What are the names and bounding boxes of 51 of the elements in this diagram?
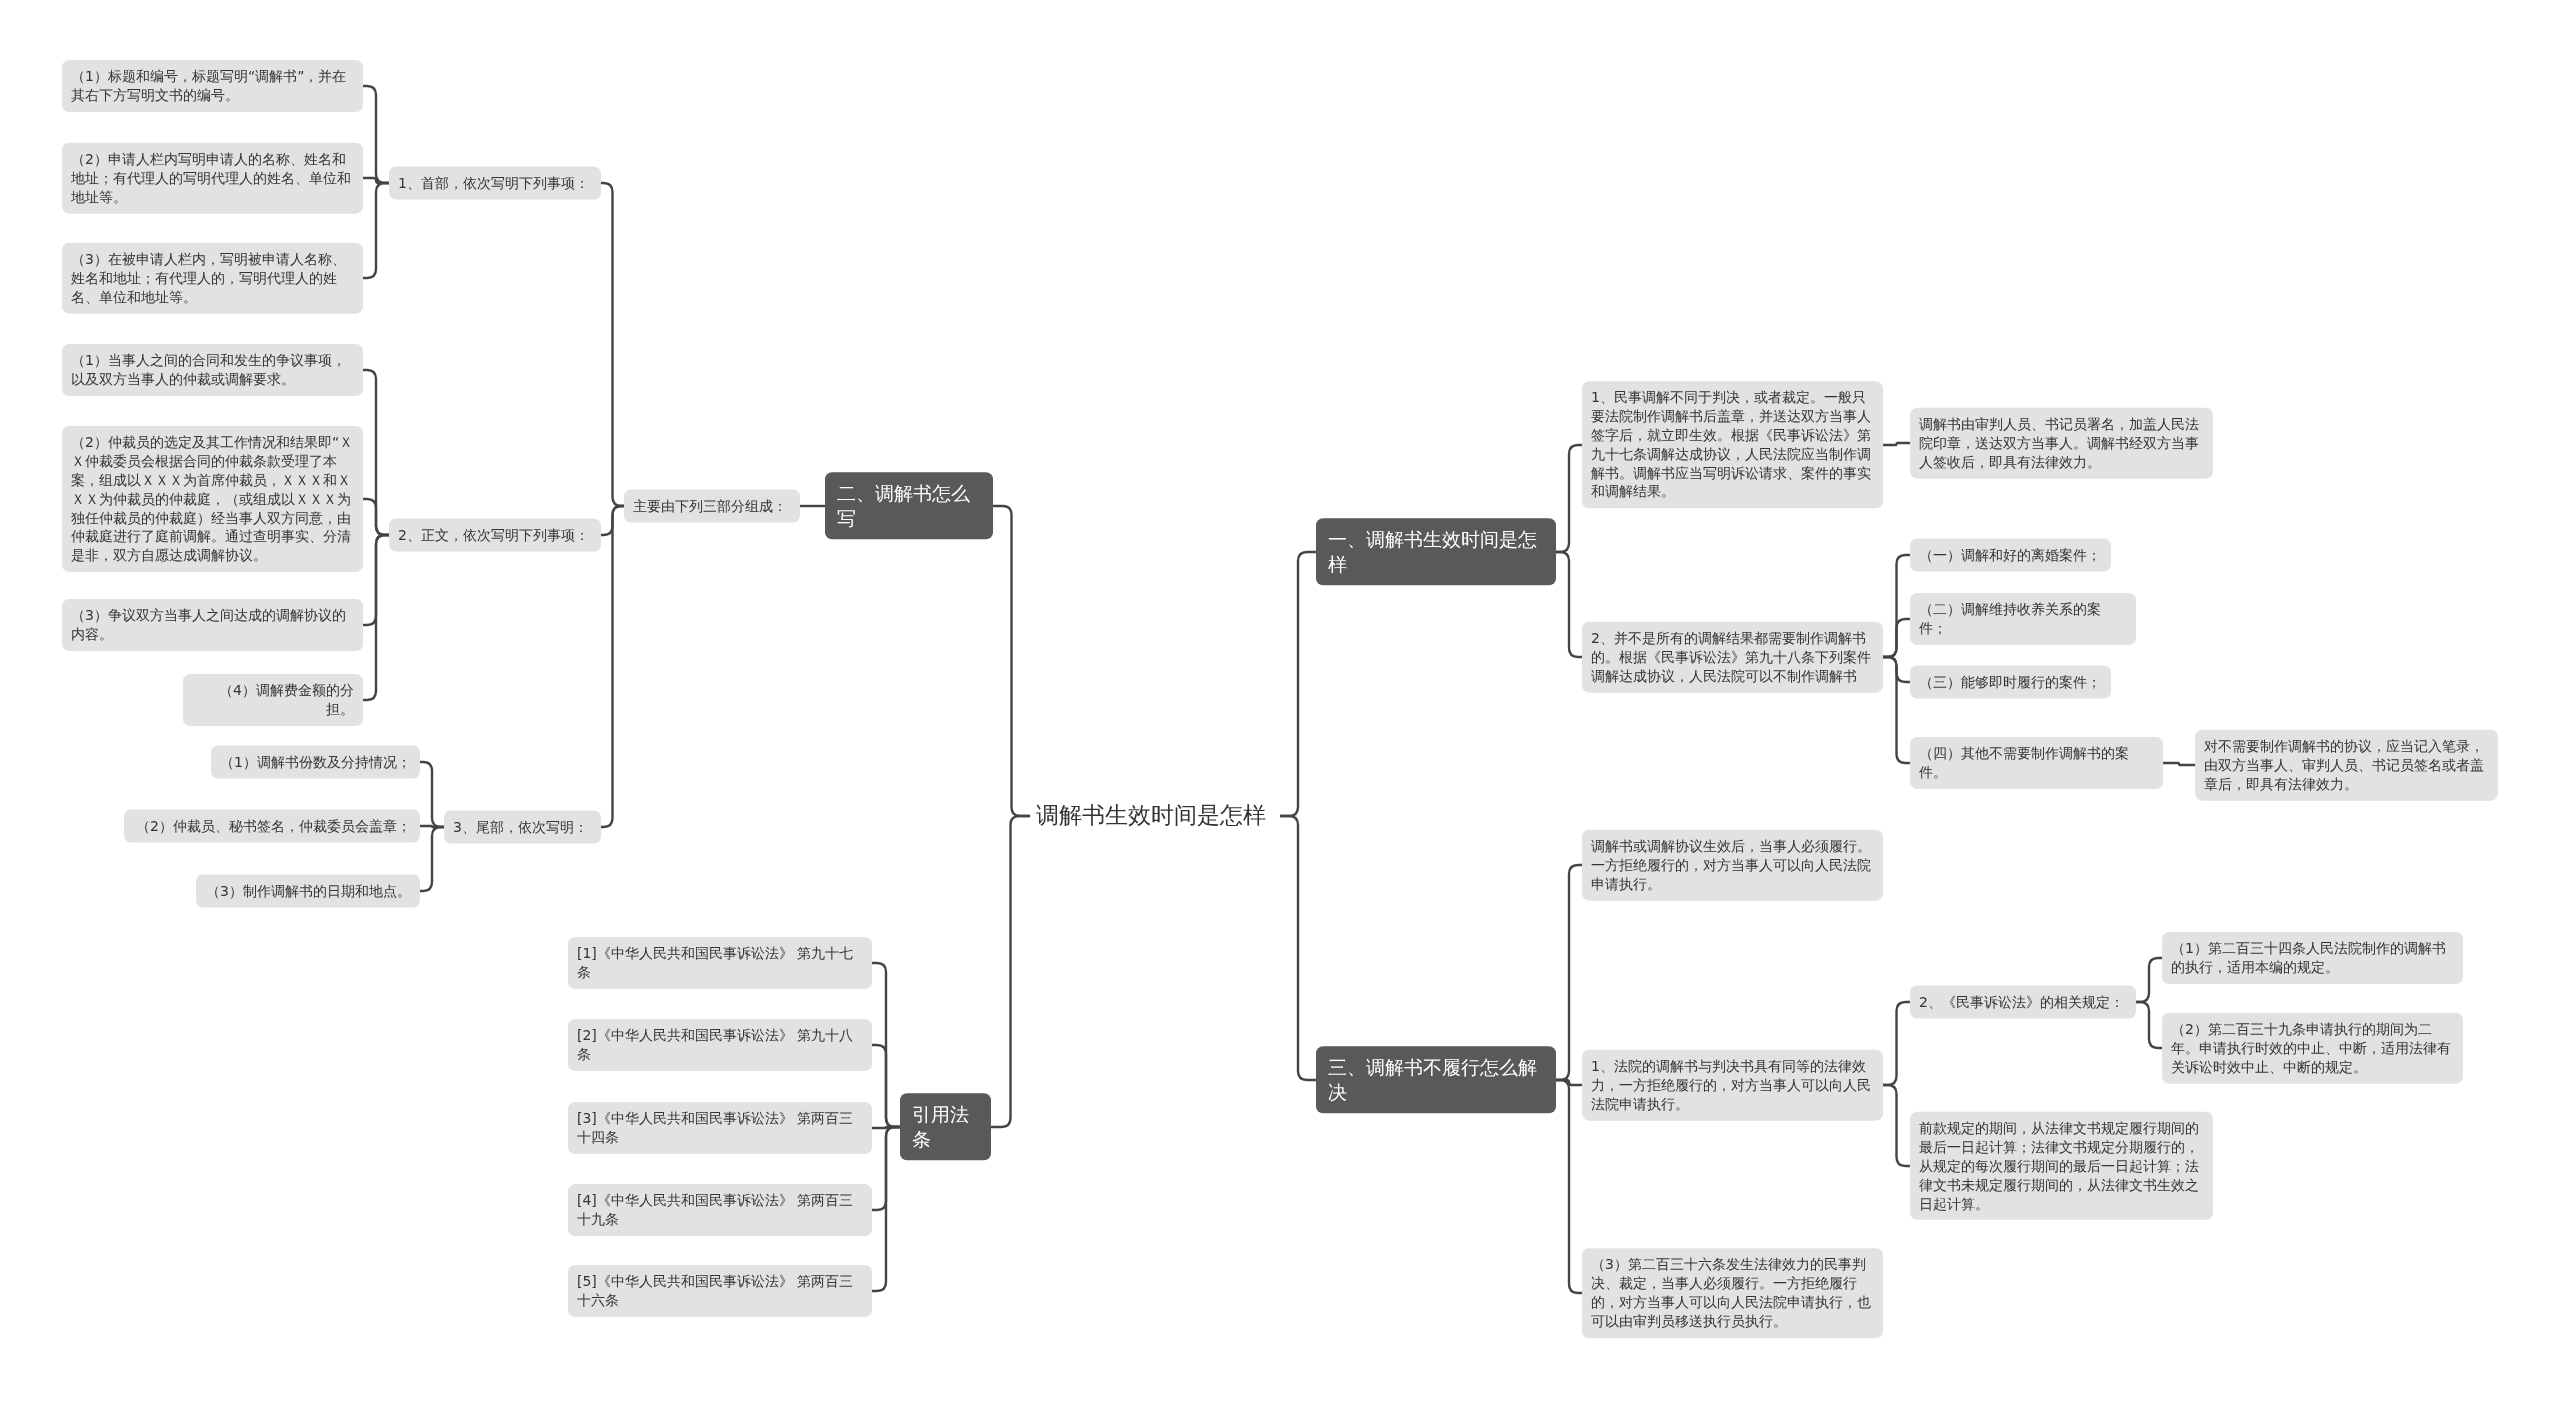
topic-box: （三）能够即时履行的案件；	[1910, 665, 2111, 699]
connector-line	[420, 825, 444, 893]
connector-line	[2163, 761, 2195, 767]
topic-box: （1）调解书份数及分持情况；	[211, 745, 420, 779]
connector-line	[1556, 1078, 1582, 1295]
topic-box: 1、首部，依次写明下列事项：	[389, 166, 601, 200]
topic-box: 调解书由审判人员、书记员署名，加盖人民法院印章，送达双方当事人。调解书经双方当事人签收后，即具有法律效力。	[1910, 407, 2213, 479]
topic-box: 2、并不是所有的调解结果都需要制作调解书的。根据《民事诉讼法》第九十八条下列案件调解达成协议，人民法院可以不制作调解书	[1582, 621, 1883, 693]
branch-topic: 引用法条	[900, 1093, 991, 1161]
connector-line	[1556, 550, 1582, 659]
topic-box: （3）在被申请人栏内，写明被申请人名称、姓名和地址；有代理人的，写明代理人的姓名、单位和地址等。	[62, 242, 363, 314]
topic-box: 1、法院的调解书与判决书具有同等的法律效力，一方拒绝履行的，对方当事人可以向人民法院申请执行。	[1582, 1049, 1883, 1121]
connector-line	[363, 181, 389, 280]
topic-box: （2）申请人栏内写明申请人的名称、姓名和地址；有代理人的写明代理人的姓名、单位和地址等。	[62, 142, 363, 214]
topic-box: [4]《中华人民共和国民事诉讼法》 第两百三十九条	[568, 1184, 872, 1236]
connector-line	[2136, 1000, 2162, 1050]
topic-box: （1）标题和编号，标题写明“调解书”，并在其右下方写明文书的编号。	[62, 60, 363, 112]
topic-box: （四）其他不需要制作调解书的案件。	[1910, 737, 2163, 789]
topic-box: （3）制作调解书的日期和地点。	[196, 874, 420, 908]
connector-line	[363, 533, 389, 702]
topic-box: 对不需要制作调解书的协议，应当记入笔录，由双方当事人、审判人员、书记员签名或者盖章后，即具有法律效力。	[2195, 729, 2498, 801]
connector-line	[800, 504, 825, 508]
topic-box: 3、尾部，依次写明：	[444, 810, 601, 844]
topic-box: 1、民事调解不同于判决，或者裁定。一般只要法院制作调解书后盖章，并送达双方当事人签字后，就立即生效。根据《民事诉讼法》第九十七条调解达成协议，人民法院应当制作调解书。调解书应当写明诉讼请求、案件的事实和调解结果。	[1582, 381, 1883, 509]
connector-line	[601, 504, 624, 829]
connector-line	[1883, 441, 1910, 447]
topic-box: （4）调解费金额的分担。	[183, 674, 363, 726]
topic-box: （1）第二百三十四条人民法院制作的调解书的执行，适用本编的规定。	[2162, 932, 2463, 984]
topic-box: （1）当事人之间的合同和发生的争议事项，以及双方当事人的仲裁或调解要求。	[62, 344, 363, 396]
topic-box: （2）仲裁员、秘书签名，仲裁委员会盖章；	[124, 809, 420, 843]
topic-box: 调解书或调解协议生效后，当事人必须履行。一方拒绝履行的，对方当事人可以向人民法院申请执行。	[1582, 829, 1883, 901]
central-topic: 调解书生效时间是怎样	[1030, 797, 1280, 835]
topic-box: 2、正文，依次写明下列事项：	[389, 518, 601, 552]
topic-box: 主要由下列三部分组成：	[624, 489, 800, 523]
topic-box: （2）仲裁员的选定及其工作情况和结果即“ＸＸ仲裁委员会根据合同的仲裁条款受理了本案，组成以ＸＸＸ为首席仲裁员，ＸＸＸ和ＸＸＸ为仲裁员的仲裁庭，（或组成以ＸＸＸ为独任仲裁员的仲裁庭）经当事人双方同意，由仲裁庭进行了庭前调解。通过查明事实、分清是非，双方自愿达成调解协议。	[62, 425, 363, 573]
topic-box: （3）争议双方当事人之间达成的调解协议的内容。	[62, 599, 363, 651]
connector-line	[991, 814, 1030, 1129]
topic-box: [5]《中华人民共和国民事诉讼法》 第两百三十六条	[568, 1265, 872, 1317]
branch-topic: 一、调解书生效时间是怎样	[1316, 518, 1556, 586]
topic-box: 2、《民事诉讼法》的相关规定：	[1910, 985, 2136, 1019]
branch-topic: 二、调解书怎么写	[825, 472, 993, 540]
topic-box: （一）调解和好的离婚案件；	[1910, 538, 2111, 572]
topic-box: （3）第二百三十六条发生法律效力的民事判决、裁定，当事人必须履行。一方拒绝履行的，对方当事人可以向人民法院申请执行，也可以由审判员移送执行员执行。	[1582, 1248, 1883, 1338]
topic-box: [1]《中华人民共和国民事诉讼法》 第九十七条	[568, 937, 872, 989]
topic-box: 前款规定的期间，从法律文书规定履行期间的最后一日起计算；法律文书规定分期履行的，从规定的每次履行期间的最后一日起计算；法律文书未规定履行期间的，从法律文书生效之日起计算。	[1910, 1111, 2213, 1221]
topic-box: [2]《中华人民共和国民事诉讼法》 第九十八条	[568, 1019, 872, 1071]
connector-line	[1280, 814, 1316, 1082]
topic-box: [3]《中华人民共和国民事诉讼法》 第两百三十四条	[568, 1102, 872, 1154]
branch-topic: 三、调解书不履行怎么解决	[1316, 1046, 1556, 1114]
topic-box: （二）调解维持收养关系的案件；	[1910, 593, 2136, 645]
topic-box: （2）第二百三十九条申请执行的期间为二年。申请执行时效的中止、中断，适用法律有关诉讼时效中止、中断的规定。	[2162, 1012, 2463, 1084]
